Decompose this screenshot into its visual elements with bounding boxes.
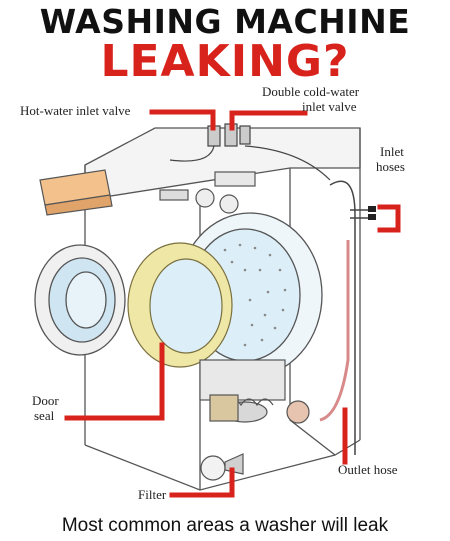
caption: Most common areas a washer will leak <box>61 515 389 536</box>
control-knobs <box>159 171 256 214</box>
detergent-drawer <box>39 169 113 216</box>
label-cold-water-valve-line2: inlet valve <box>302 99 357 114</box>
label-filter: Filter <box>138 487 167 502</box>
label-cold-water-valve-line1: Double cold-water <box>262 84 360 99</box>
title-line-2: LEAKING? <box>100 36 350 87</box>
label-inlet-hoses-line2: hoses <box>376 159 405 174</box>
red-leader-lines <box>64 109 401 498</box>
label-door-seal-line2: seal <box>34 408 55 423</box>
pump-assembly <box>199 359 310 424</box>
title-line-1: WASHING MACHINE <box>39 2 411 41</box>
open-door <box>34 244 126 356</box>
label-door-seal-line1: Door <box>32 393 59 408</box>
outlet-hose-pipe <box>319 240 350 422</box>
filter-part <box>200 453 244 481</box>
door-seal-ring <box>127 242 233 368</box>
inlet-hose-pipes <box>329 180 368 455</box>
label-inlet-hoses-line1: Inlet <box>380 144 404 159</box>
label-outlet-hose: Outlet hose <box>338 462 398 477</box>
label-hot-water-valve: Hot-water inlet valve <box>20 103 131 118</box>
hose-nozzles <box>368 206 376 220</box>
